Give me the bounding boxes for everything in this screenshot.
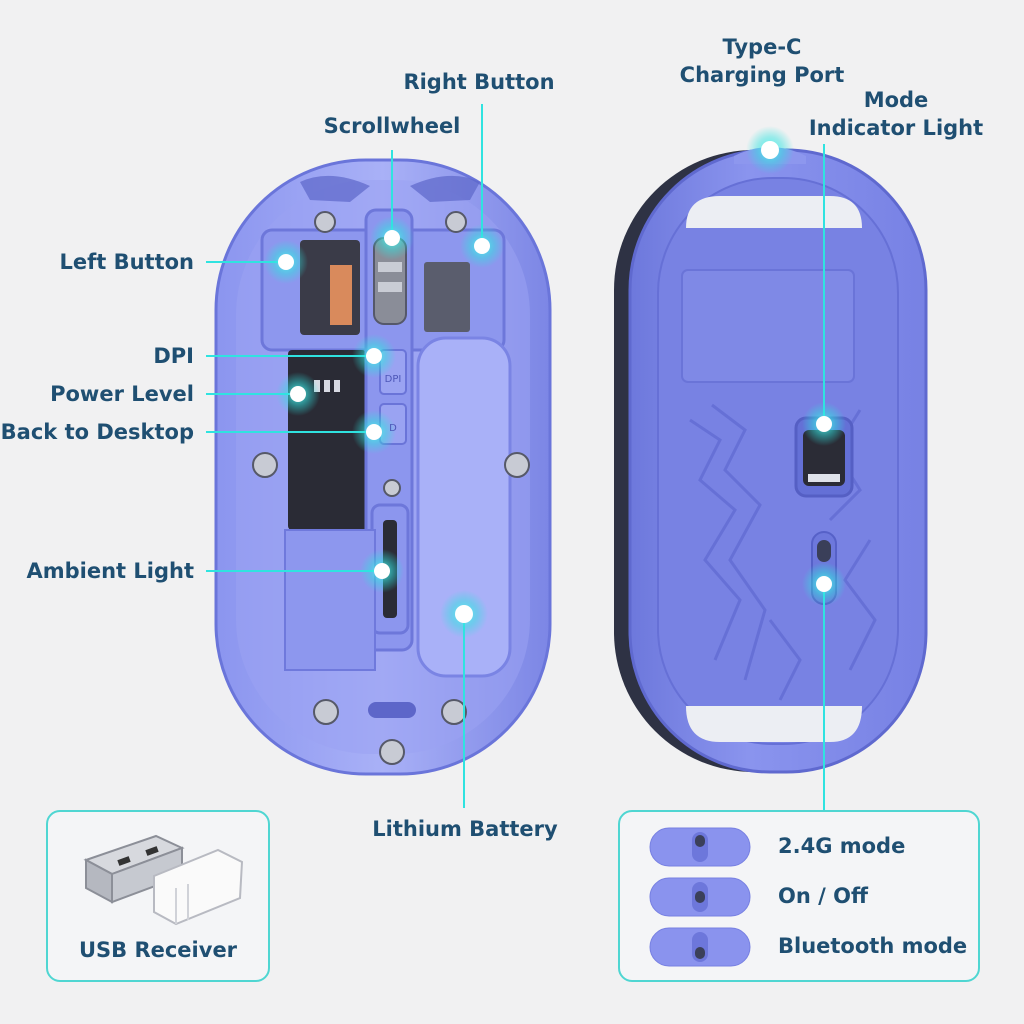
label-right-button: Right Button [403, 70, 555, 94]
dot-type-c-port [746, 126, 794, 174]
label-ambient-light: Ambient Light [26, 559, 194, 583]
dot-mode-indicator [802, 402, 846, 446]
label-mode-line2: Indicator Light [808, 116, 984, 140]
mode-24g-label: 2.4G mode [778, 834, 906, 858]
desktop-switch-mark: D [389, 423, 397, 434]
dot-ambient-light [360, 549, 404, 593]
circuit-pattern [689, 403, 877, 701]
mode-legend-box: 2.4G mode On / Off Bluetooth mode [618, 810, 980, 982]
highlight-dots [264, 126, 846, 638]
mode-bluetooth-label: Bluetooth mode [778, 934, 968, 958]
mode-row: On / Off [648, 876, 868, 922]
mode-onoff-switch-icon [649, 877, 751, 917]
usb-receiver-icon [83, 834, 244, 926]
label-dpi: DPI [153, 344, 194, 368]
label-scrollwheel: Scrollwheel [323, 114, 461, 138]
mode-bluetooth-switch-icon [649, 927, 751, 967]
label-power-level: Power Level [50, 382, 194, 406]
label-mode-line1: Mode [863, 88, 929, 112]
mode-onoff-label: On / Off [778, 884, 868, 908]
mouse-bottom-view [614, 147, 928, 774]
label-type-c: Type-C Charging Port [672, 33, 852, 89]
label-type-c-line1: Type-C [722, 35, 802, 59]
dot-mode-switch [802, 562, 846, 606]
mode-24g-switch-icon [649, 827, 751, 867]
dot-power-level [276, 372, 320, 416]
usb-receiver-box: USB Receiver [46, 810, 270, 982]
label-back-to-desktop: Back to Desktop [0, 420, 194, 444]
label-left-button: Left Button [59, 250, 194, 274]
optical-sensor [803, 430, 845, 486]
label-type-c-line2: Charging Port [679, 63, 845, 87]
label-mode-indicator: Mode Indicator Light [806, 86, 986, 142]
leader-lines [206, 104, 825, 812]
usb-receiver-label: USB Receiver [78, 938, 238, 962]
label-lithium-battery: Lithium Battery [372, 817, 558, 841]
dot-right-button [460, 224, 504, 268]
dot-lithium-battery [440, 590, 488, 638]
dot-back-to-desktop [352, 410, 396, 454]
dpi-switch-mark: DPI [385, 374, 402, 385]
mode-row: Bluetooth mode [648, 926, 967, 972]
dot-left-button [264, 240, 308, 284]
mode-row: 2.4G mode [648, 826, 905, 872]
dot-scrollwheel [370, 216, 414, 260]
dot-dpi [352, 334, 396, 378]
